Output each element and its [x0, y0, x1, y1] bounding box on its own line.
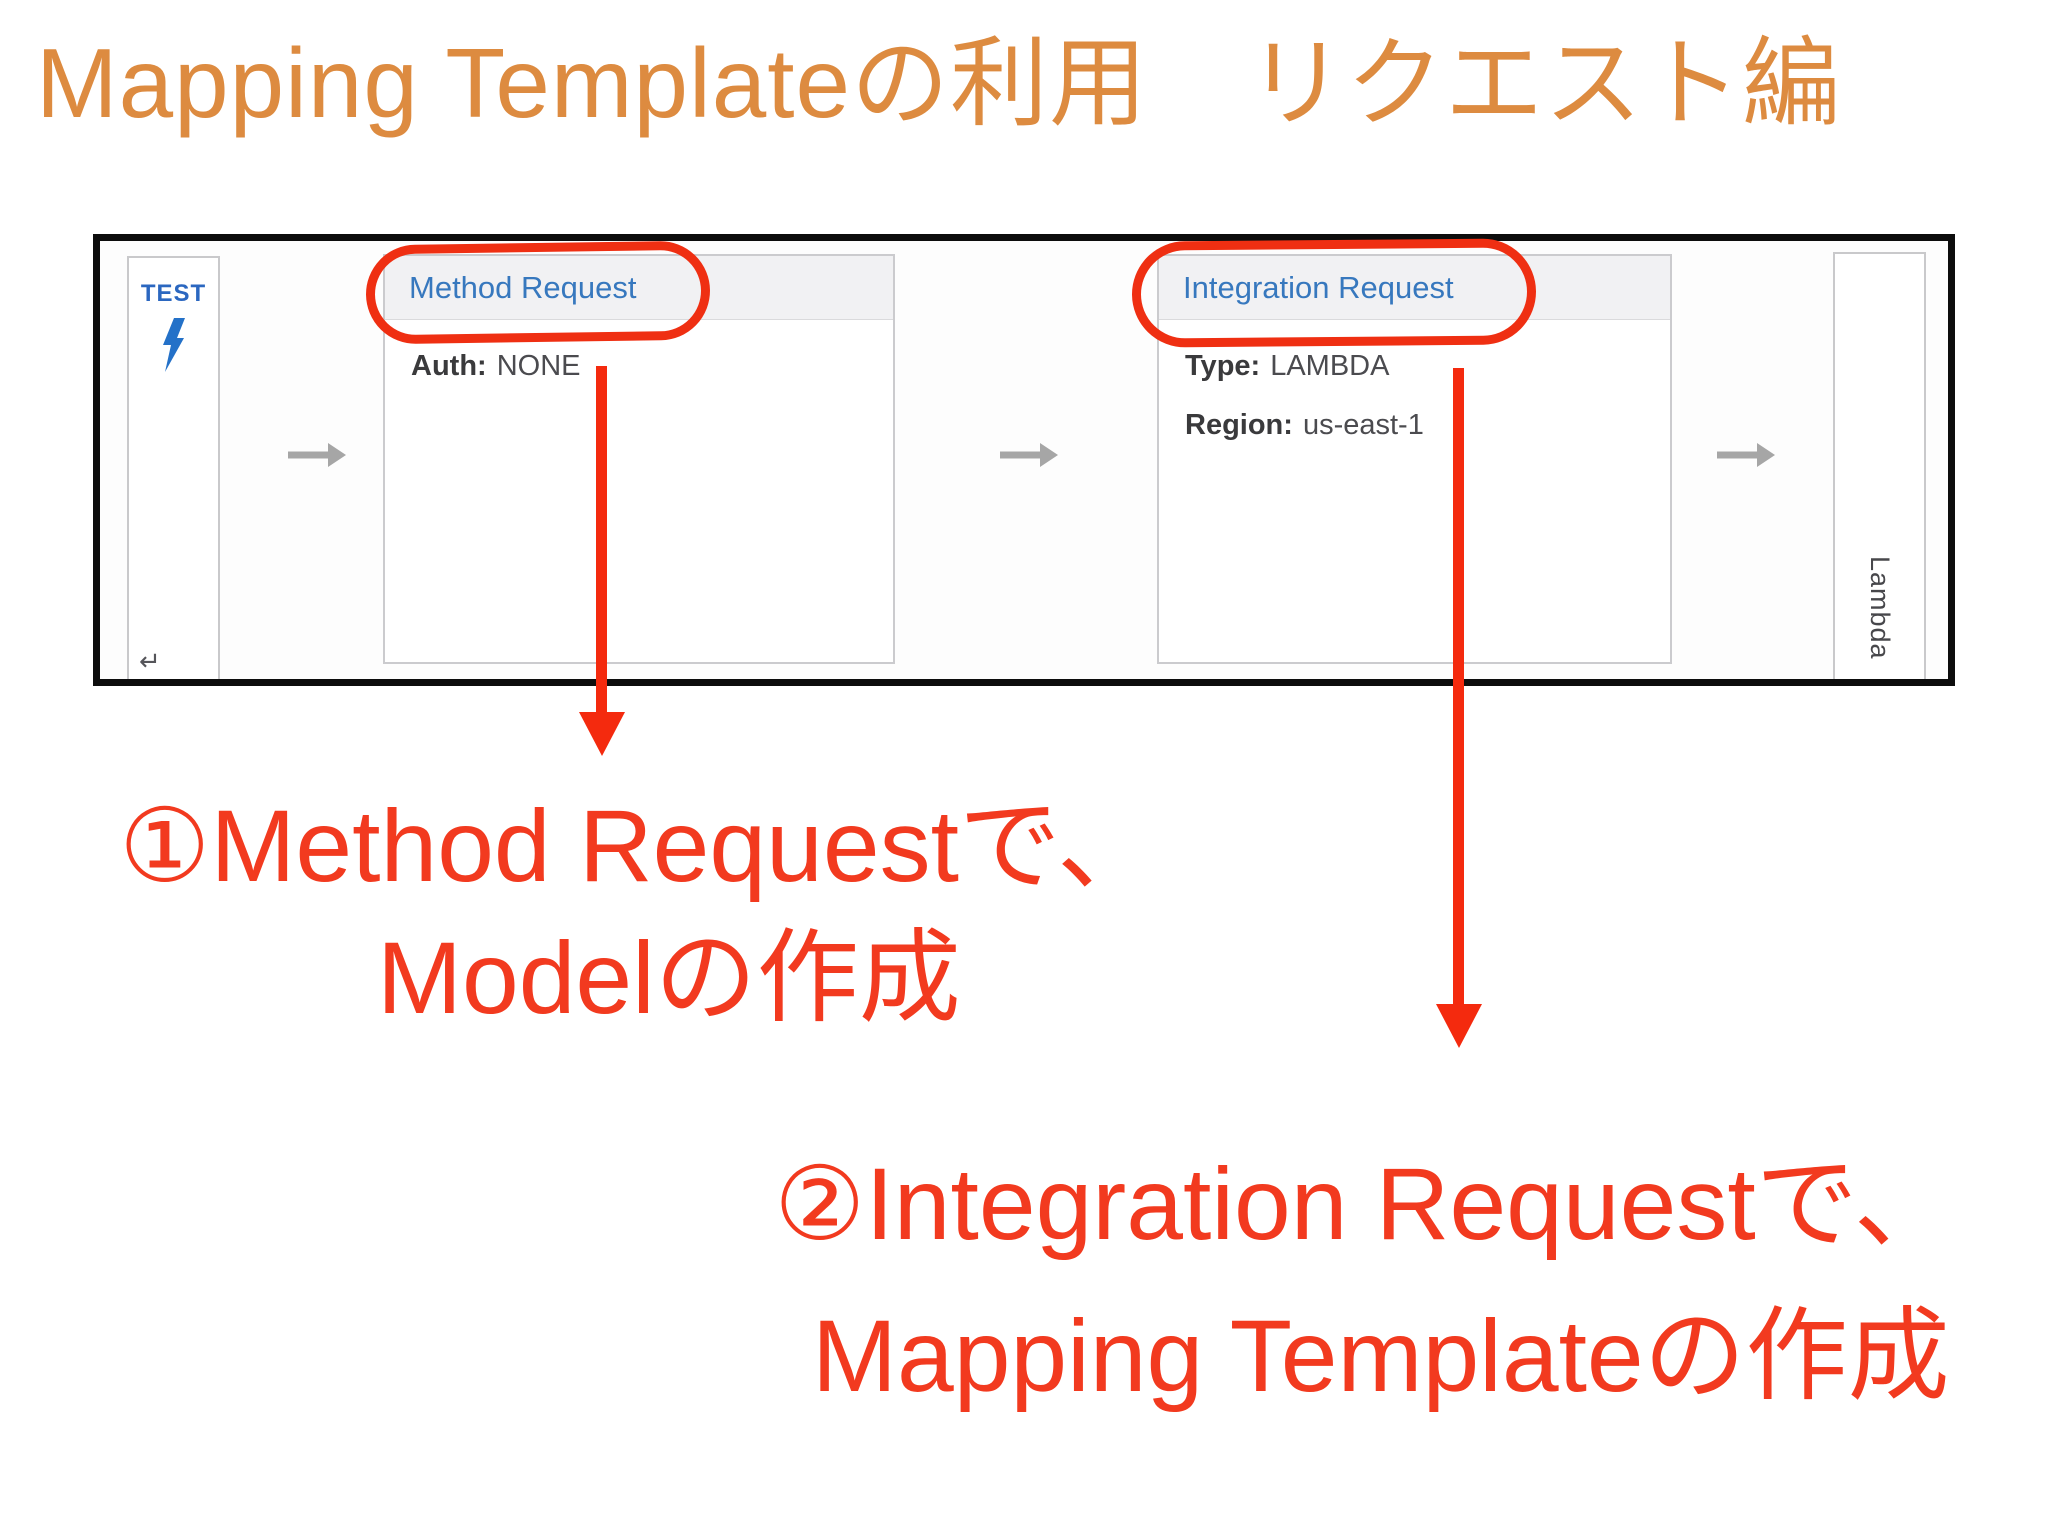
- region-label: Region:: [1185, 409, 1293, 441]
- flow-arrow-icon: [288, 443, 346, 467]
- annotation-step1-line1: ①Method Requestで、: [119, 789, 1159, 903]
- lambda-panel: Lambda: [1833, 252, 1926, 679]
- test-panel[interactable]: TEST ↵: [127, 256, 220, 679]
- region-field: Region: us-east-1: [1185, 409, 1670, 442]
- type-label: Type:: [1185, 350, 1261, 382]
- red-arrow-integration: [1453, 368, 1464, 1008]
- lambda-label: Lambda: [1865, 556, 1895, 660]
- integration-request-link[interactable]: Integration Request: [1159, 256, 1670, 320]
- method-request-panel: Method Request Auth: NONE: [383, 254, 895, 664]
- flow-arrow-icon: [1717, 443, 1775, 467]
- method-request-highlight-circle: [365, 240, 711, 345]
- type-field: Type: LAMBDA: [1185, 350, 1670, 383]
- method-request-link[interactable]: Method Request: [385, 256, 893, 320]
- red-arrowhead-integration: [1436, 1004, 1482, 1048]
- annotation-step2-line2: Mapping Templateの作成: [812, 1299, 1950, 1413]
- auth-field: Auth: NONE: [411, 350, 893, 383]
- test-label: TEST: [140, 280, 207, 307]
- method-request-body: Auth: NONE: [385, 320, 893, 383]
- annotation-step2-line1: ②Integration Requestで、: [774, 1147, 1956, 1261]
- red-arrow-method: [596, 366, 607, 716]
- annotation-step1-line2: Modelの作成: [377, 921, 961, 1035]
- integration-request-body: Type: LAMBDA Region: us-east-1: [1159, 320, 1670, 442]
- lightning-bolt-icon: [162, 318, 185, 372]
- page-title: Mapping Templateの利用 リクエスト編: [36, 28, 1842, 138]
- flow-arrow-icon: [1000, 443, 1058, 467]
- region-value: us-east-1: [1302, 409, 1424, 441]
- auth-value: NONE: [496, 350, 581, 382]
- integration-request-panel: Integration Request Type: LAMBDA Region: u…: [1157, 254, 1672, 664]
- auth-label: Auth:: [411, 350, 487, 382]
- api-gateway-screenshot: TEST ↵ Method Request Auth: NONE: [93, 234, 1955, 686]
- return-icon: ↵: [139, 646, 161, 676]
- red-arrowhead-method: [579, 712, 625, 756]
- type-value: LAMBDA: [1270, 350, 1390, 382]
- integration-request-highlight-circle: [1131, 238, 1537, 348]
